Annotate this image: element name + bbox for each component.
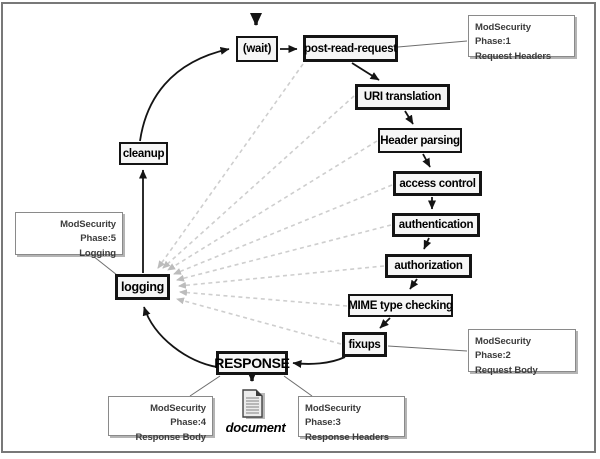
node-label: authentication bbox=[398, 219, 474, 231]
node-authorization: authorization bbox=[385, 254, 472, 278]
node-label: logging bbox=[120, 280, 165, 294]
node-wait: (wait) bbox=[236, 36, 278, 62]
note-modsecurity-phase-4: ModSecurity Phase:4 Response Body bbox=[108, 396, 213, 443]
document-page-icon bbox=[242, 389, 265, 419]
note-line-2: Response Body bbox=[135, 431, 207, 443]
note-line-2: Response Headers bbox=[305, 431, 389, 443]
entry-exit-arrows bbox=[246, 13, 262, 382]
node-cleanup: cleanup bbox=[119, 142, 168, 165]
node-label: URI translation bbox=[363, 91, 442, 103]
flow-arrows bbox=[139, 45, 436, 368]
note-modsecurity-phase-5: ModSecurity Phase:5 Logging bbox=[15, 212, 123, 259]
node-label: RESPONSE bbox=[214, 355, 290, 371]
document-label: document bbox=[225, 420, 286, 435]
node-access-control: access control bbox=[393, 171, 482, 196]
note-line-1: ModSecurity Phase:5 bbox=[60, 219, 116, 245]
note-modsecurity-phase-1: ModSecurity Phase:1 Request Headers bbox=[468, 15, 575, 62]
node-mime-type-checking: MIME type checking bbox=[348, 294, 453, 317]
note-line-1: ModSecurity Phase:1 bbox=[475, 22, 531, 48]
node-label: post-read-request bbox=[304, 42, 397, 55]
note-line-2: Request Body bbox=[475, 364, 538, 376]
node-label: access control bbox=[399, 177, 476, 190]
logging-hook-dashed-arrows bbox=[157, 63, 393, 345]
note-line-1: ModSecurity Phase:2 bbox=[475, 336, 531, 362]
node-uri-translation: URI translation bbox=[355, 84, 450, 110]
node-label: Header parsing bbox=[380, 134, 460, 147]
node-response: RESPONSE bbox=[214, 351, 290, 375]
note-connector-lines bbox=[92, 40, 468, 397]
node-label: cleanup bbox=[122, 147, 165, 160]
note-modsecurity-phase-3: ModSecurity Phase:3 Response Headers bbox=[298, 396, 405, 443]
node-label: fixups bbox=[348, 338, 381, 351]
note-line-2: Logging bbox=[79, 247, 116, 259]
node-label: (wait) bbox=[242, 43, 272, 55]
note-line-1: ModSecurity Phase:3 bbox=[305, 403, 361, 429]
node-logging: logging bbox=[115, 274, 170, 300]
note-line-2: Request Headers bbox=[475, 50, 552, 62]
node-label: MIME type checking bbox=[348, 299, 453, 312]
note-modsecurity-phase-2: ModSecurity Phase:2 Request Body bbox=[468, 329, 576, 376]
node-fixups: fixups bbox=[342, 332, 387, 357]
node-label: authorization bbox=[394, 260, 463, 272]
node-authentication: authentication bbox=[392, 213, 480, 237]
node-post-read-request: post-read-request bbox=[303, 35, 398, 62]
node-header-parsing: Header parsing bbox=[378, 128, 462, 153]
note-line-1: ModSecurity Phase:4 bbox=[150, 403, 206, 429]
